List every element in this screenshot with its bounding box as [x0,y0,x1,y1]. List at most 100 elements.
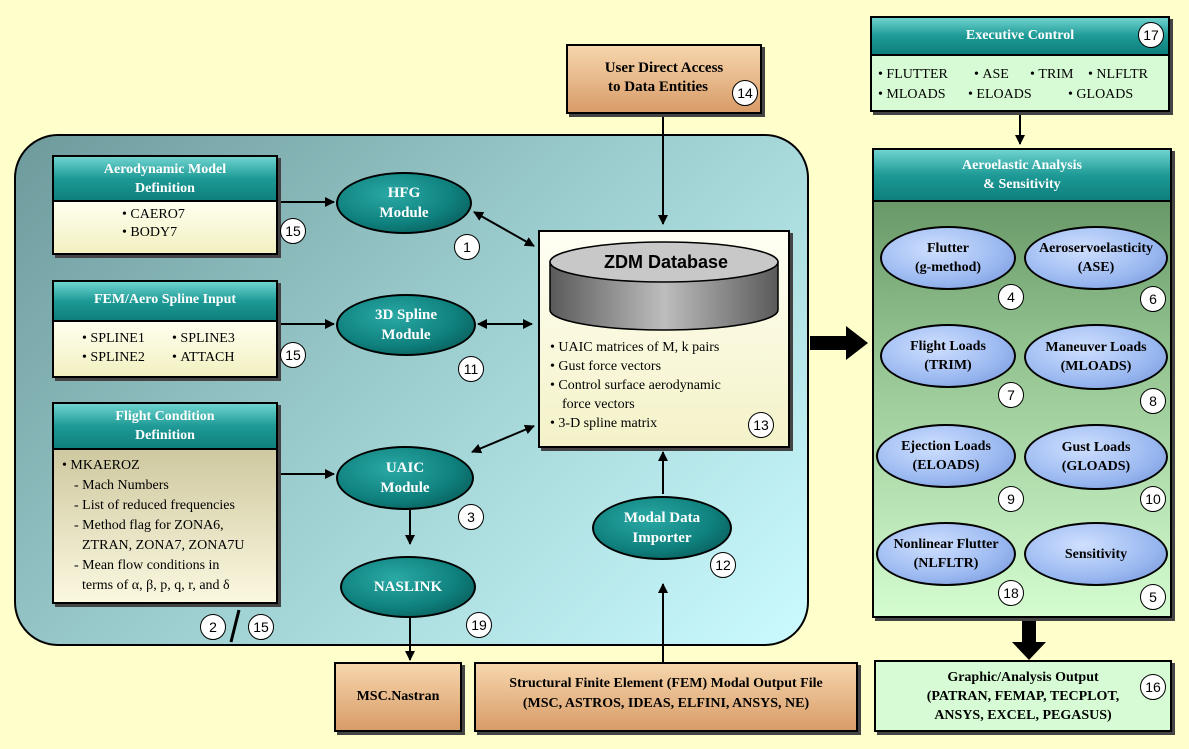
flight-loads-node: Flight Loads (TRIM) [880,324,1016,388]
slash-separator [229,608,241,644]
nonlinear-flutter-line2: (NLFLTR) [913,556,979,571]
badge-16: 16 [1140,674,1166,700]
exec-item-gloads: GLOADS [1068,86,1133,104]
msc-nastran-box: MSC.Nastran [334,662,462,732]
fem-output-box: Structural Finite Element (FEM) Modal Ou… [474,662,858,732]
ejection-loads-node: Ejection Loads (ELOADS) [876,424,1016,488]
exec-item-nlfltr: NLFLTR [1088,66,1148,84]
flight-loads-line2: (TRIM) [924,358,972,373]
naslink-line1: NASLINK [373,579,443,595]
flutter-line1: Flutter [927,241,969,256]
nonlinear-flutter-node: Nonlinear Flutter (NLFLTR) [876,522,1016,586]
flight-line-mkaeroz: MKAEROZ [62,456,276,476]
badge-5: 5 [1140,584,1166,610]
hfg-line1: HFG [387,185,421,201]
executive-control-box: Executive Control 17 FLUTTER ASE TRIM NL… [870,16,1170,112]
exec-item-trim: TRIM [1030,66,1073,84]
spline-item-attach: ATTACH [172,349,234,367]
exec-item-ase: ASE [974,66,1008,84]
badge-6: 6 [1140,286,1166,312]
spline3d-module: 3D Spline Module [336,294,476,356]
naslink-module: NASLINK [340,556,476,618]
badge-10: 10 [1140,486,1166,512]
ase-node: Aeroservoelasticity (ASE) [1024,226,1168,290]
flight-condition-title1: Flight Condition [115,409,215,424]
ejection-loads-line1: Ejection Loads [901,439,991,454]
exec-item-mloads: MLOADS [878,86,945,104]
flutter-node: Flutter (g-method) [880,226,1016,290]
hfg-line2: Module [379,205,429,221]
nonlinear-flutter-line1: Nonlinear Flutter [893,537,999,552]
maneuver-loads-node: Maneuver Loads (MLOADS) [1024,324,1168,390]
exec-control-header: Executive Control [872,18,1168,56]
flight-condition-body: MKAEROZ - Mach Numbers - List of reduced… [54,450,276,602]
sensitivity-node: Sensitivity [1024,522,1168,586]
flight-line-method: - Method flag for ZONA6, [74,518,224,533]
uaic-line1: UAIC [385,460,425,476]
aeroelastic-title2: & Sensitivity [983,177,1061,192]
thick-arrow-aeroelastic-to-output [1012,620,1046,660]
modal-line1: Modal Data [623,510,701,526]
msc-nastran-label: MSC.Nastran [356,689,440,704]
exec-item-flutter: FLUTTER [878,66,947,84]
flight-condition-box: Flight Condition Definition MKAEROZ - Ma… [52,402,278,604]
gust-loads-line1: Gust Loads [1061,440,1131,455]
maneuver-loads-line1: Maneuver Loads [1045,340,1147,355]
fem-output-line1: Structural Finite Element (FEM) Modal Ou… [509,676,823,691]
ase-line2: (ASE) [1077,260,1115,275]
fem-output-line2: (MSC, ASTROS, IDEAS, ELFINI, ANSYS, NE) [522,696,810,711]
spline-item-spline1: SPLINE1 [82,330,144,348]
zdm-item-gust: Gust force vectors [550,357,786,376]
badge-15-aero: 15 [280,218,306,244]
gust-loads-line2: (GLOADS) [1061,459,1131,474]
badge-19: 19 [466,612,492,638]
aeroelastic-title1: Aeroelastic Analysis [962,158,1082,173]
badge-15-spline: 15 [280,342,306,368]
thick-arrow-zdm-to-aeroelastic [810,326,868,360]
badge-4: 4 [998,284,1024,310]
fem-spline-body: SPLINE1 SPLINE3 SPLINE2 ATTACH [54,322,276,376]
ase-line1: Aeroservoelasticity [1038,241,1154,256]
badge-15-flight: 15 [248,614,274,640]
badge-18: 18 [998,580,1024,606]
badge-14: 14 [732,80,758,106]
flight-loads-line1: Flight Loads [910,339,986,354]
graphic-output-line1: Graphic/Analysis Output [947,670,1099,685]
badge-9: 9 [998,486,1024,512]
ejection-loads-line2: (ELOADS) [912,458,980,473]
badge-3: 3 [458,504,484,530]
user-direct-access-box: User Direct Access to Data Entities 14 [566,44,762,114]
graphic-output-line3: ANSYS, EXCEL, PEGASUS) [934,708,1112,723]
aero-model-body: CAERO7 BODY7 [54,202,276,253]
uaic-line2: Module [380,480,430,496]
badge-17: 17 [1138,22,1164,48]
flight-condition-header: Flight Condition Definition [54,404,276,450]
modal-data-importer: Modal Data Importer [592,496,732,560]
badge-7: 7 [998,382,1024,408]
maneuver-loads-line2: (MLOADS) [1060,359,1132,374]
zdm-item-force: force vectors [562,397,635,412]
zdm-item-spline: 3-D spline matrix [550,414,786,433]
zdm-item-uaic: UAIC matrices of M, k pairs [550,338,786,357]
zdm-title: ZDM Database [603,252,729,272]
aero-model-title2: Definition [135,181,195,196]
flight-line-meanflow: - Mean flow conditions in [74,558,220,573]
aero-item-body7: BODY7 [122,224,276,242]
sensitivity-line1: Sensitivity [1064,546,1128,562]
flight-line-ztran: ZTRAN, ZONA7, ZONA7U [82,538,245,553]
badge-1: 1 [454,234,480,260]
fem-spline-input-box: FEM/Aero Spline Input SPLINE1 SPLINE3 SP… [52,280,278,378]
gust-loads-node: Gust Loads (GLOADS) [1024,424,1168,490]
badge-2: 2 [200,614,226,640]
badge-13: 13 [748,412,774,438]
spline-item-spline2: SPLINE2 [82,349,144,367]
zdm-cylinder-icon [549,241,779,331]
graphic-output-box: Graphic/Analysis Output (PATRAN, FEMAP, … [874,660,1172,732]
modal-line2: Importer [632,530,692,546]
flutter-line2: (g-method) [914,260,982,275]
zdm-database-box: ZDM Database UAIC matrices of M, k pairs… [538,230,790,448]
graphic-output-line2: (PATRAN, FEMAP, TECPLOT, [926,689,1120,704]
hfg-module: HFG Module [336,172,472,234]
exec-control-title: Executive Control [965,28,1075,43]
aeroelastic-header: Aeroelastic Analysis & Sensitivity [874,150,1170,202]
